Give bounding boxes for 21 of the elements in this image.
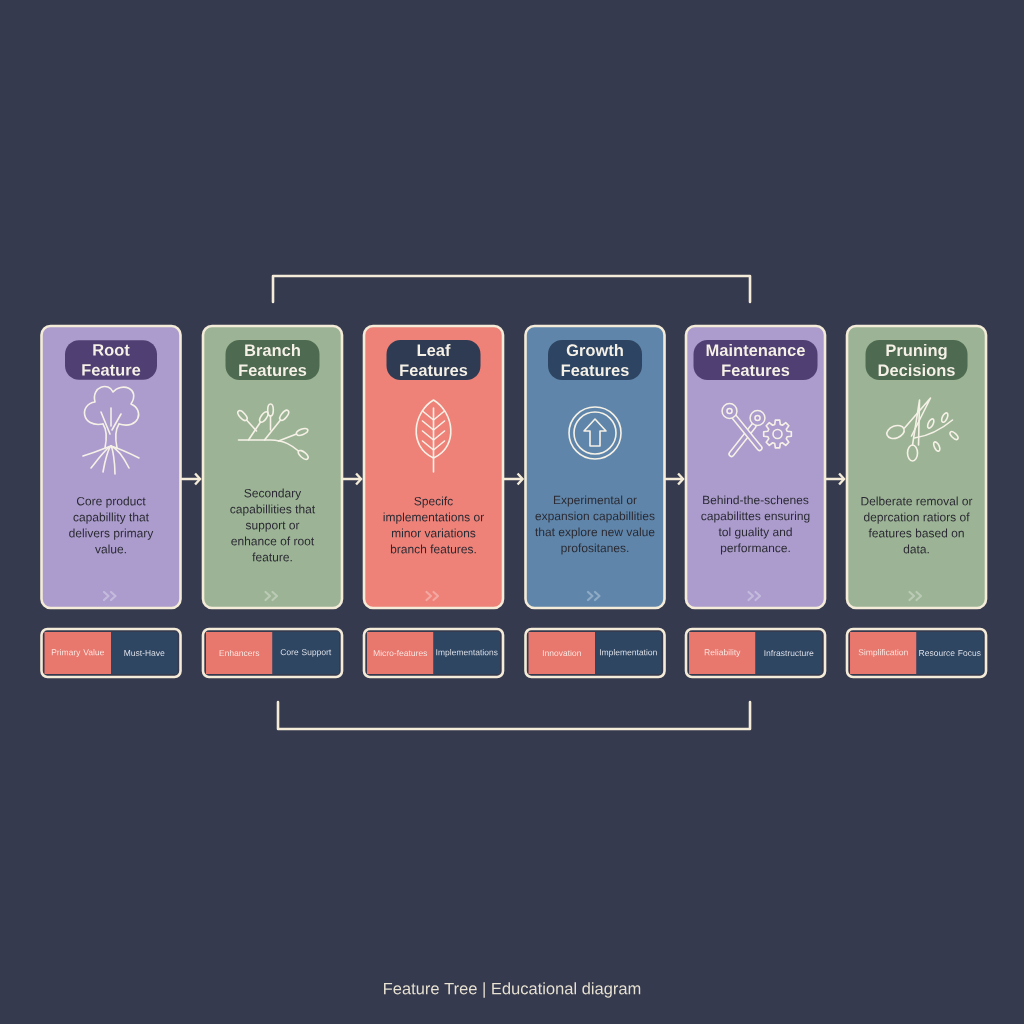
arrow — [664, 472, 685, 486]
tag: Micro-features — [367, 632, 434, 674]
tag: Infrastructure — [755, 632, 822, 674]
arrow — [342, 472, 363, 486]
tag: Implementation — [595, 632, 662, 674]
heading-badge: Growth Features — [548, 339, 642, 381]
tag: Simplification — [850, 632, 917, 674]
tag: Core Support — [272, 632, 339, 674]
arrow — [825, 472, 846, 486]
heading-badge: Root Feature — [65, 340, 157, 380]
tag: Enhancers — [206, 632, 273, 674]
tag: Primary Value — [44, 632, 111, 674]
heading-badge: Maintenance Features — [693, 339, 818, 381]
arrow — [180, 472, 202, 486]
tag: Innovation — [528, 632, 595, 674]
caption: Feature Tree | Educational diagram — [384, 982, 641, 998]
arrow — [503, 472, 525, 486]
tag: Resource Focus — [916, 632, 983, 674]
tag: Reliability — [689, 632, 756, 674]
tag: Implementations — [433, 632, 500, 674]
tag: Must-Have — [111, 632, 178, 674]
